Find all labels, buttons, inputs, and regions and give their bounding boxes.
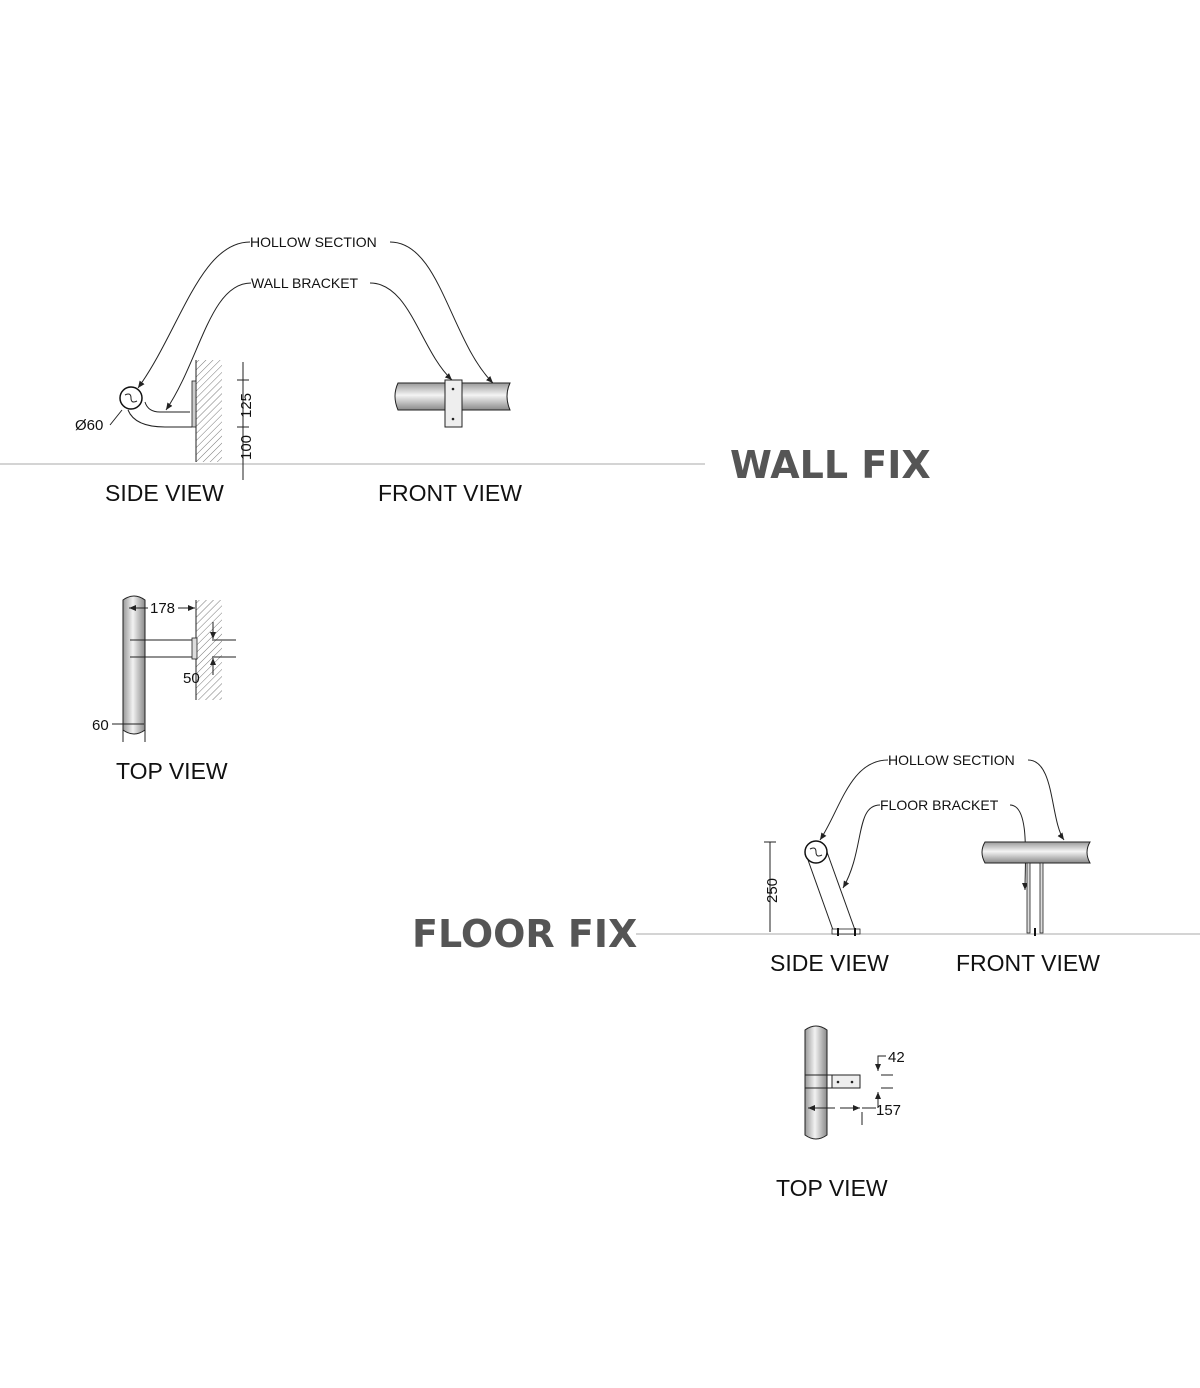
side-view-label: SIDE VIEW xyxy=(105,480,224,506)
top-view-label: TOP VIEW xyxy=(776,1175,888,1201)
leader-line xyxy=(1027,759,1065,841)
callout-wall-bracket: WALL BRACKET xyxy=(251,275,359,291)
floor-top-view: 42 157 TOP VIEW xyxy=(776,1025,905,1201)
floor-front-view: FRONT VIEW xyxy=(956,841,1100,976)
floor-fix-title: FLOOR FIX xyxy=(412,912,637,956)
wall-hatch xyxy=(196,360,222,462)
floor-bracket-post xyxy=(1039,862,1044,934)
callout-hollow-section: HOLLOW SECTION xyxy=(250,234,377,250)
wall-side-view: Ø60 125 100 SIDE VIEW xyxy=(75,360,255,506)
dim-125: 125 xyxy=(238,393,255,418)
wall-fix-title: WALL FIX xyxy=(730,443,931,487)
dim-50: 50 xyxy=(183,670,200,687)
wall-front-view: FRONT VIEW xyxy=(378,379,522,506)
leader-line xyxy=(819,759,889,841)
floor-bracket-plate xyxy=(831,1074,861,1089)
dim-42: 42 xyxy=(888,1049,905,1066)
wall-hatch xyxy=(196,600,222,700)
handrail-pipe xyxy=(804,1025,828,1140)
dim-250: 250 xyxy=(764,878,781,903)
leader-line xyxy=(1009,804,1029,891)
callout-floor-bracket: FLOOR BRACKET xyxy=(880,797,999,813)
leader-line xyxy=(389,241,494,384)
floor-side-view: 250 SIDE VIEW xyxy=(764,840,889,976)
callout-hollow-section: HOLLOW SECTION xyxy=(888,752,1015,768)
wall-bracket xyxy=(444,379,463,428)
front-view-label: FRONT VIEW xyxy=(378,480,522,506)
leader-line xyxy=(137,241,251,389)
floor-fix-section: FLOOR FIX HOLLOW SECTION FLOOR BRACKET 2… xyxy=(412,752,1200,1201)
front-view-label: FRONT VIEW xyxy=(956,950,1100,976)
leader-line xyxy=(369,282,453,381)
dim-178: 178 xyxy=(150,600,175,617)
handrail-pipe xyxy=(122,595,146,735)
dim-157: 157 xyxy=(876,1102,901,1119)
dim-60: 60 xyxy=(92,717,109,734)
wall-plate xyxy=(191,380,197,428)
handrail-pipe xyxy=(981,841,1091,864)
leader-line xyxy=(165,282,252,411)
wall-top-view: 178 50 60 TOP VIEW xyxy=(92,595,236,784)
dim-100: 100 xyxy=(238,435,255,460)
top-view-label: TOP VIEW xyxy=(116,758,228,784)
leader-line xyxy=(842,804,881,889)
side-view-label: SIDE VIEW xyxy=(770,950,889,976)
wall-fix-section: WALL FIX HOLLOW SECTION WALL BRACKET Ø60… xyxy=(0,234,931,784)
floor-bracket-post xyxy=(1026,862,1031,934)
diameter-dim: Ø60 xyxy=(75,417,103,434)
